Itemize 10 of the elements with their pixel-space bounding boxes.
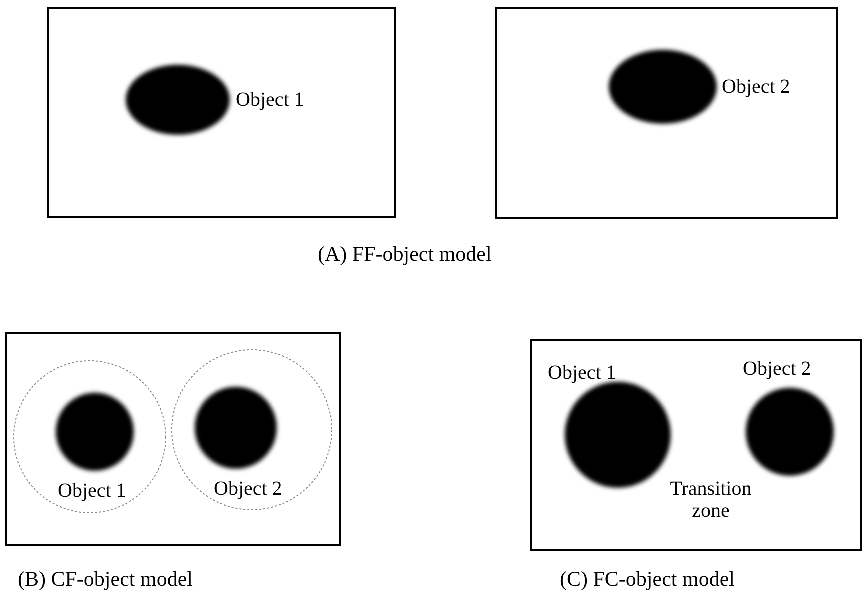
object-label: Object 2 <box>722 76 790 98</box>
caption: (B) CF-object model <box>18 568 193 590</box>
zone-label: Transition zone <box>669 478 753 522</box>
caption: (C) FC-object model <box>560 568 735 590</box>
caption: (A) FF-object model <box>318 243 492 265</box>
object-label: Object 2 <box>743 358 812 380</box>
object-label: Object 1 <box>236 89 304 111</box>
object-label: Object 1 <box>58 480 126 502</box>
object-label: Object 2 <box>214 478 282 500</box>
object-label: Object 1 <box>548 362 616 384</box>
